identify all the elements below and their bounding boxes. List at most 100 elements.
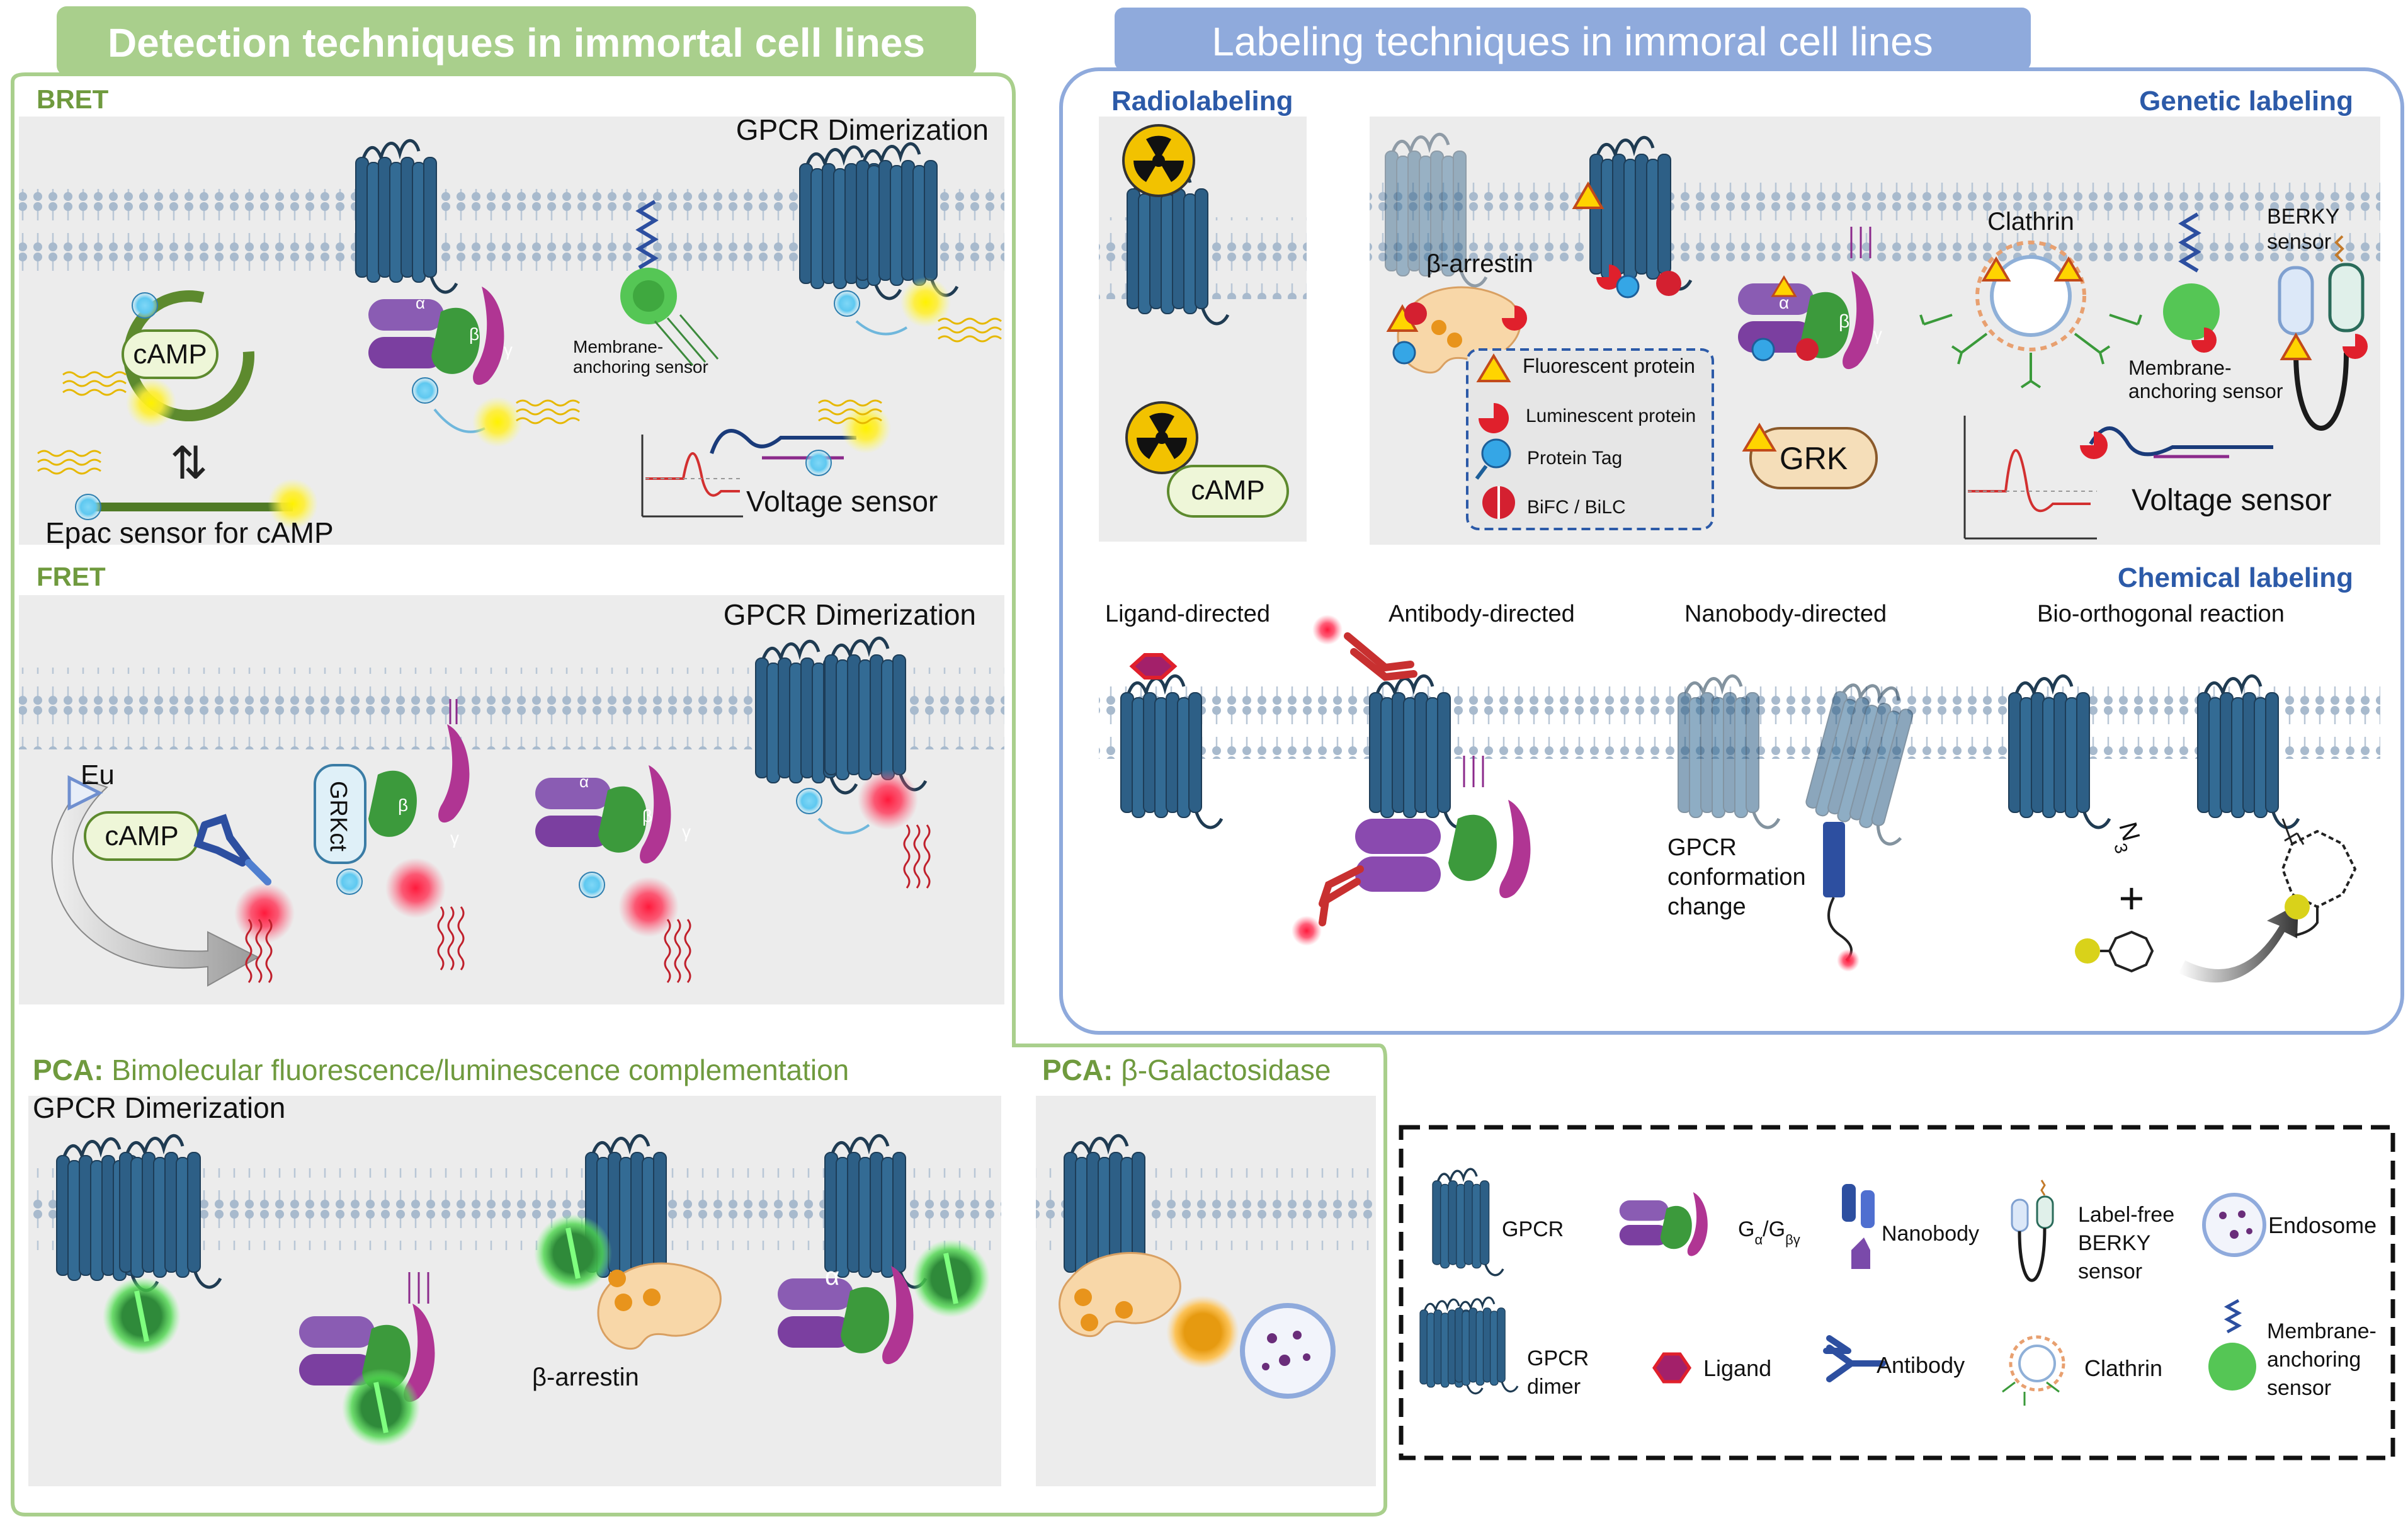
membrane	[1370, 179, 2380, 261]
key-gpcr: GPCR	[1502, 1217, 1564, 1241]
labeling-panel: Labeling techniques in immoral cell line…	[1059, 8, 2404, 1035]
g-alpha-label: α	[825, 1263, 839, 1290]
luminescent-protein-icon	[2080, 431, 2108, 459]
yellow-fluor-dot	[2285, 894, 2310, 919]
red-emission	[858, 770, 918, 830]
key-dimer-2: dimer	[1527, 1375, 1581, 1399]
sensor-spring	[635, 200, 659, 270]
voltage-sensor-label: Voltage sensor	[2132, 484, 2332, 517]
triazole-linker	[2295, 907, 2319, 936]
phospho-icon	[1074, 1289, 1092, 1306]
phospho-icon	[615, 1294, 632, 1311]
grkct-box	[314, 764, 366, 864]
luminescent-protein-icon	[2191, 327, 2217, 353]
clathrin-vesicle-icon	[1919, 241, 2142, 389]
phospho-icon	[608, 1270, 626, 1287]
conformation-label-2: conformation	[1667, 864, 1806, 890]
membrane-sensor-label-2: anchoring sensor	[573, 357, 708, 377]
phospho-icon	[1081, 1314, 1098, 1331]
luminescent-protein-icon	[1502, 305, 1527, 331]
chemical-section: Chemical labeling Ligand-directed Antibo…	[1099, 562, 2380, 983]
nanobody-icon	[1842, 1184, 1875, 1269]
gfp-blob-core	[633, 280, 664, 312]
radioactive-icon	[1122, 124, 1195, 197]
triazole-link	[2281, 818, 2305, 845]
grk-pill	[1749, 427, 1878, 489]
key-gsub2: βγ	[1785, 1232, 1800, 1248]
camp-label: cAMP	[1191, 475, 1264, 506]
g-beta-label: β	[642, 806, 652, 826]
key-membrane-2: anchoring	[2267, 1348, 2361, 1372]
equilibrium-arrows-icon: ⇅	[170, 438, 208, 489]
phospho-icon	[643, 1289, 661, 1306]
bgal-complemented-icon	[1166, 1295, 1239, 1368]
voltage-sensor-plot	[1963, 416, 2097, 540]
protein-tag-stem	[1475, 465, 1488, 480]
membrane-sensor-label-1: Membrane-	[2128, 356, 2232, 379]
grk-label: GRK	[1780, 441, 1848, 476]
fret-section: FRET GPCR Dimerization Eu cAMP GRKct β γ…	[19, 562, 1004, 1004]
labeling-title: Labeling techniques in immoral cell line…	[1212, 19, 1933, 64]
detection-title: Detection techniques in immortal cell li…	[108, 20, 925, 65]
antibody-icon	[1319, 865, 1364, 926]
cyclooctyne-icon	[2108, 930, 2154, 973]
sensor-spring	[2223, 1299, 2242, 1334]
key-berky-3: sensor	[2078, 1260, 2142, 1283]
camp-pill	[122, 329, 219, 379]
g-alpha-label: α	[579, 772, 589, 791]
ligand-icon	[1129, 653, 1178, 680]
fluorescent-protein-icon	[1742, 423, 1777, 452]
legend-luminescent: Luminescent protein	[1526, 406, 1696, 426]
legend-protein-tag: Protein Tag	[1527, 448, 1622, 469]
red-emission	[385, 858, 446, 918]
luciferase-dot	[579, 872, 605, 898]
fluorescent-protein-icon	[1981, 256, 2011, 282]
pca-bgal-heading-rest: β-Galactosidase	[1113, 1054, 1331, 1086]
fluorescent-protein-icon	[2280, 333, 2312, 360]
red-fluor-dot	[1312, 615, 1343, 645]
pca-bgal-section: PCA: β-Galactosidase	[1036, 1054, 1376, 1486]
radiolabeling-heading: Radiolabeling	[1111, 86, 1293, 117]
key-antibody: Antibody	[1877, 1352, 1965, 1378]
endosome-icon	[1240, 1303, 1336, 1399]
voltage-sensor-label: Voltage sensor	[746, 485, 938, 518]
chemical-heading: Chemical labeling	[2118, 562, 2353, 593]
key-nanobody: Nanobody	[1882, 1222, 1979, 1246]
radioactive-icon	[1125, 401, 1198, 474]
fluorescent-protein-icon	[2053, 256, 2084, 282]
camp-pill	[1167, 465, 1289, 518]
bifc-icon	[1404, 302, 1427, 325]
g-gamma-label: γ	[450, 828, 459, 848]
camp-label: cAMP	[105, 821, 178, 851]
pca-bgal-heading: PCA: β-Galactosidase	[1042, 1054, 1331, 1086]
reaction-arrow	[2179, 904, 2298, 983]
g-beta-icon	[1448, 814, 1497, 881]
key-clathrin: Clathrin	[2084, 1355, 2162, 1381]
antibody-icon	[1823, 1335, 1886, 1382]
g-alpha-label: α	[416, 293, 425, 312]
berky-domain-left	[2278, 266, 2314, 336]
g-gamma-icon	[1499, 800, 1531, 899]
endosome-icon	[2202, 1193, 2266, 1257]
g-gamma-label: γ	[1873, 324, 1882, 344]
gpcr-dimer-icon	[1419, 1296, 1519, 1395]
berky-lipid	[2334, 235, 2344, 263]
key-legend: GPCR Gα/Gβγ Nanobody Label-free BERKY se…	[1399, 1125, 2395, 1460]
luciferase-dot	[805, 450, 832, 476]
voltage-sensor-plot	[641, 435, 743, 518]
transfer-arrow	[817, 817, 870, 834]
berky-label-1: BERKY	[2267, 205, 2339, 229]
key-ligand: Ligand	[1703, 1355, 1771, 1381]
phospho-icon	[1447, 333, 1462, 348]
clathrin-icon	[2002, 1335, 2065, 1406]
key-gprotein: Gα/Gβγ	[1738, 1217, 1800, 1248]
antibody-directed-label: Antibody-directed	[1389, 601, 1575, 627]
gpcr-icon	[1431, 1168, 1504, 1277]
bret-heading: BRET	[37, 84, 109, 114]
detection-banner	[57, 6, 976, 76]
epac-label: Epac sensor for cAMP	[45, 516, 334, 549]
berky-label-2: sensor	[2267, 230, 2331, 254]
luminescent-protein-icon	[2343, 334, 2368, 359]
genetic-legend-box	[1466, 348, 1714, 530]
key-gsub1: α	[1754, 1232, 1763, 1248]
